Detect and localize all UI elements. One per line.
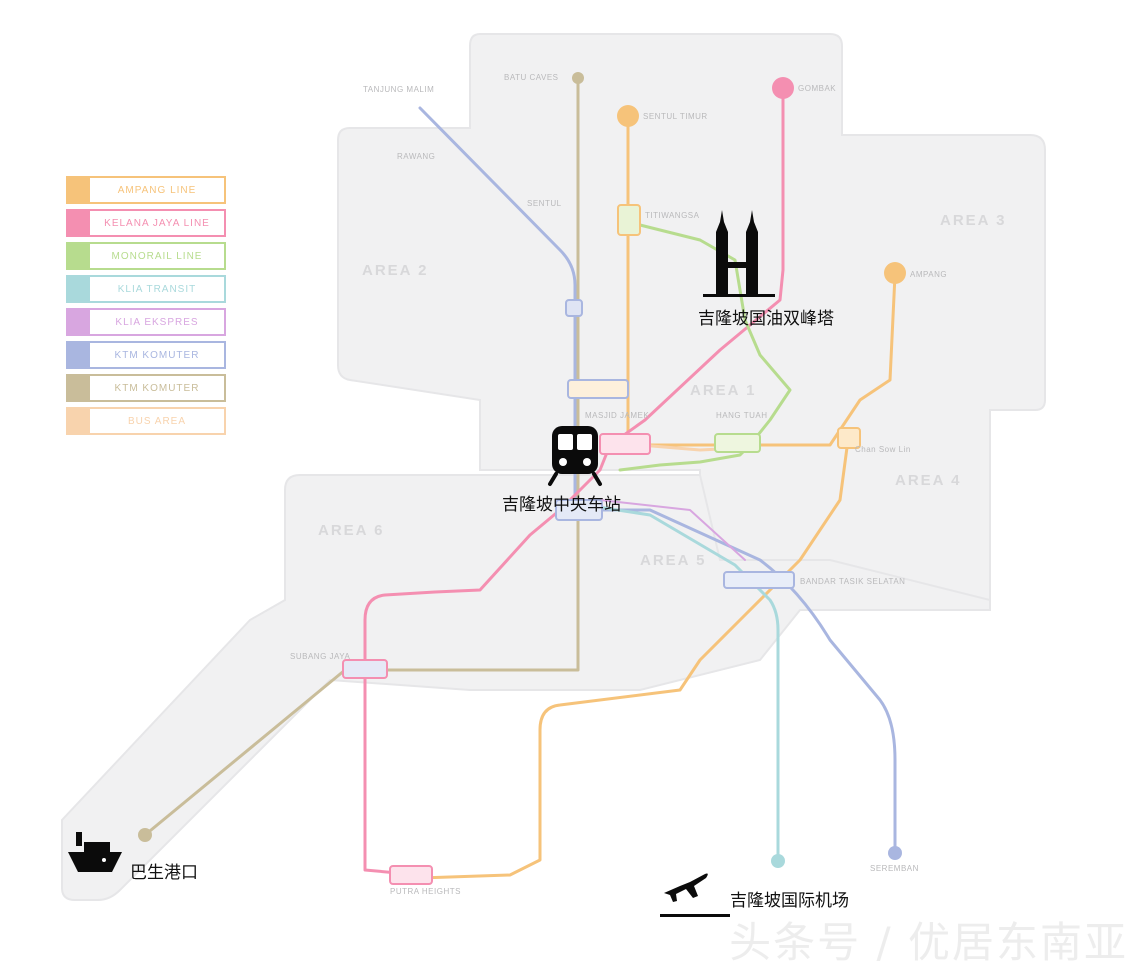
klia-ekspres-line (599, 499, 746, 561)
ship-icon (68, 832, 122, 872)
legend: AMPANG LINE KELANA JAYA LINE MONORAIL LINE… (66, 176, 226, 440)
legend-label: KTM KOMUTER (114, 382, 200, 394)
station-ampang: AMPANG (910, 270, 947, 279)
legend-swatch (68, 277, 90, 301)
legend-label: KLIA EKSPRES (115, 316, 199, 328)
station-putra-heights: PUTRA HEIGHTS (390, 887, 461, 896)
petronas-towers-icon (703, 210, 775, 297)
kelana-jaya-line (363, 86, 785, 877)
legend-label: BUS AREA (127, 415, 187, 427)
station-seremban: SEREMBAN (870, 864, 919, 873)
landmark-petronas-label: 吉隆坡国油双峰塔 (698, 309, 834, 329)
legend-item: KTM KOMUTER (66, 341, 226, 369)
legend-item: BUS AREA (66, 407, 226, 435)
legend-item: KELANA JAYA LINE (66, 209, 226, 237)
airplane-icon (660, 873, 730, 917)
landmark-kl-sentral-label: 吉隆坡中央车站 (502, 495, 621, 515)
train-icon (548, 426, 602, 486)
station-rawang: RAWANG (397, 152, 435, 161)
area-label-4: AREA 4 (895, 472, 961, 489)
landmark-klia-label: 吉隆坡国际机场 (730, 891, 849, 911)
legend-item: MONORAIL LINE (66, 242, 226, 270)
interchanges (342, 204, 861, 885)
station-masjid-jamek: MASJID JAMEK (585, 411, 649, 420)
ktm-khaki-line (143, 76, 580, 837)
area-label-3: AREA 3 (940, 212, 1006, 229)
station-gombak: GOMBAK (798, 84, 836, 93)
ampang-line-south (418, 438, 850, 880)
legend-label: AMPANG LINE (117, 184, 197, 196)
legend-swatch (68, 343, 90, 367)
station-chan-sow-lin: Chan Sow Lin (855, 445, 911, 454)
station-titiwangsa: TITIWANGSA (645, 211, 700, 220)
area-label-1: AREA 1 (690, 382, 756, 399)
legend-swatch (68, 211, 90, 235)
legend-item: KLIA EKSPRES (66, 308, 226, 336)
legend-swatch (68, 409, 90, 433)
station-hang-tuah: HANG TUAH (716, 411, 767, 420)
area-label-2: AREA 2 (362, 262, 428, 279)
legend-item: KLIA TRANSIT (66, 275, 226, 303)
monorail-line (618, 223, 792, 472)
station-sentul-timur: SENTUL TIMUR (643, 112, 708, 121)
station-tanjung-malim: TANJUNG MALIM (363, 85, 434, 94)
legend-item: AMPANG LINE (66, 176, 226, 204)
watermark: 头条号 / 优居东南亚 (729, 918, 1128, 967)
station-sentul: SENTUL (527, 199, 562, 208)
legend-label: KLIA TRANSIT (117, 283, 197, 295)
legend-swatch (68, 178, 90, 202)
ktm-blue-line (418, 106, 897, 854)
terminal-dots (138, 72, 906, 868)
legend-swatch (68, 244, 90, 268)
station-subang-jaya: SUBANG JAYA (290, 652, 350, 661)
legend-label: KTM KOMUTER (114, 349, 200, 361)
legend-item: KTM KOMUTER (66, 374, 226, 402)
legend-label: KELANA JAYA LINE (104, 217, 210, 229)
area-label-6: AREA 6 (318, 522, 384, 539)
landmark-port-klang-label: 巴生港口 (130, 863, 198, 883)
legend-swatch (68, 376, 90, 400)
station-bandar-tasik-selatan: BANDAR TASIK SELATAN (800, 577, 905, 586)
legend-swatch (68, 310, 90, 334)
area-label-5: AREA 5 (640, 552, 706, 569)
legend-label: MONORAIL LINE (111, 250, 203, 262)
station-batu-caves: BATU CAVES (504, 73, 559, 82)
